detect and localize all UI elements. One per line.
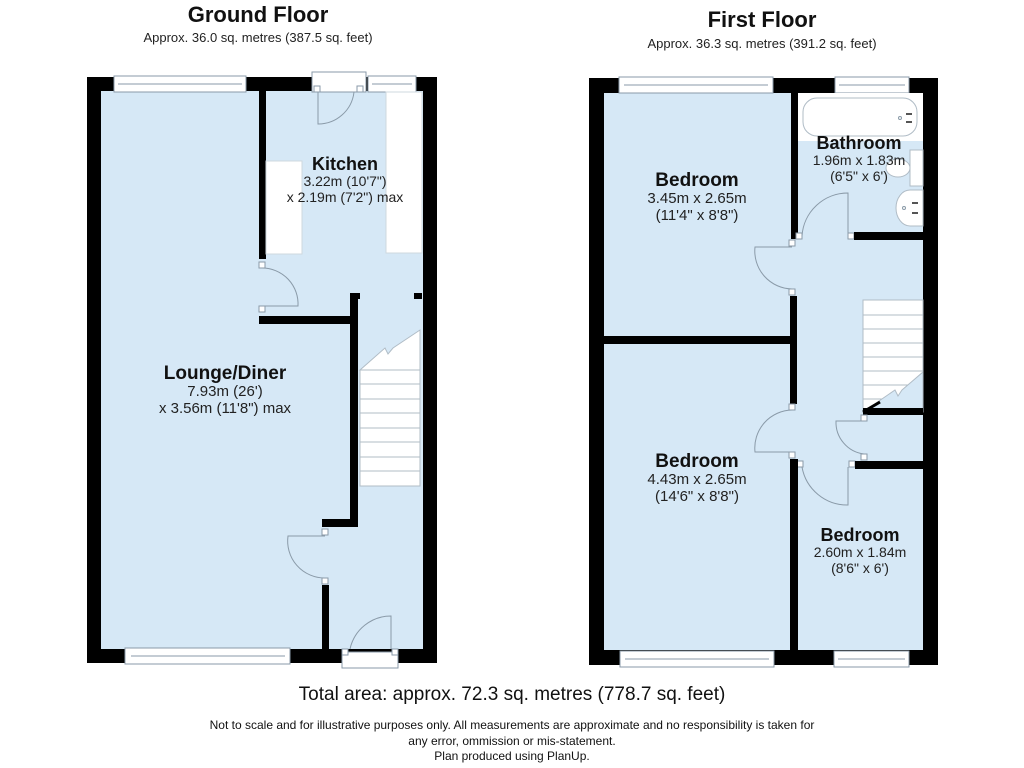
plan-credit: Plan produced using PlanUp. [434, 749, 590, 764]
room-dimension: 4.43m x 2.65m [647, 471, 747, 489]
disclaimer-line: Not to scale and for illustrative purpos… [209, 718, 815, 732]
room-dimension: x 3.56m (11'8") max [158, 400, 292, 418]
room-name: Bedroom [655, 451, 739, 472]
disclaimer: Not to scale and for illustrative purpos… [0, 718, 1024, 765]
room-dimension: (6'5" x 6') [830, 167, 888, 184]
room-label-bathroom: Bathroom 1.96m x 1.83m (6'5" x 6') [796, 133, 922, 185]
room-dimension: 7.93m (26') [187, 383, 263, 401]
room-label-lounge-diner: Lounge/Diner 7.93m (26') x 3.56m (11'8")… [130, 363, 320, 418]
room-dimension: 3.45m x 2.65m [647, 190, 747, 208]
room-dimension: (8'6" x 6') [831, 559, 889, 576]
disclaimer-line: any error, ommission or mis-statement. [408, 733, 616, 748]
first-floor-area: Approx. 36.3 sq. metres (391.2 sq. feet) [647, 36, 877, 51]
room-label-kitchen: Kitchen 3.22m (10'7") x 2.19m (7'2") max [270, 154, 420, 206]
room-label-bedroom-1: Bedroom 3.45m x 2.65m (11'4" x 8'8") [604, 170, 790, 225]
room-dimension: x 2.19m (7'2") max [286, 188, 404, 205]
room-dimension: 2.60m x 1.84m [813, 544, 907, 561]
room-name: Kitchen [311, 154, 378, 174]
total-area: Total area: approx. 72.3 sq. metres (778… [298, 684, 726, 705]
room-name: Bathroom [816, 133, 902, 153]
ground-floor-area: Approx. 36.0 sq. metres (387.5 sq. feet) [143, 30, 373, 45]
room-label-bedroom-3: Bedroom 2.60m x 1.84m (8'6" x 6') [798, 525, 922, 577]
ground-floor-title: Ground Floor [187, 2, 329, 27]
ground-floor-plan [87, 71, 437, 669]
room-dimension: (11'4" x 8'8") [655, 207, 739, 225]
room-dimension: 1.96m x 1.83m [812, 152, 906, 169]
room-dimension: 3.22m (10'7") [303, 173, 387, 190]
room-dimension: (14'6" x 8'8") [655, 488, 739, 506]
first-floor-plan [589, 76, 938, 668]
first-floor-title: First Floor [707, 7, 817, 32]
room-label-bedroom-2: Bedroom 4.43m x 2.65m (14'6" x 8'8") [604, 451, 790, 506]
room-name: Lounge/Diner [163, 363, 287, 384]
room-name: Bedroom [820, 525, 900, 545]
room-name: Bedroom [655, 170, 739, 191]
